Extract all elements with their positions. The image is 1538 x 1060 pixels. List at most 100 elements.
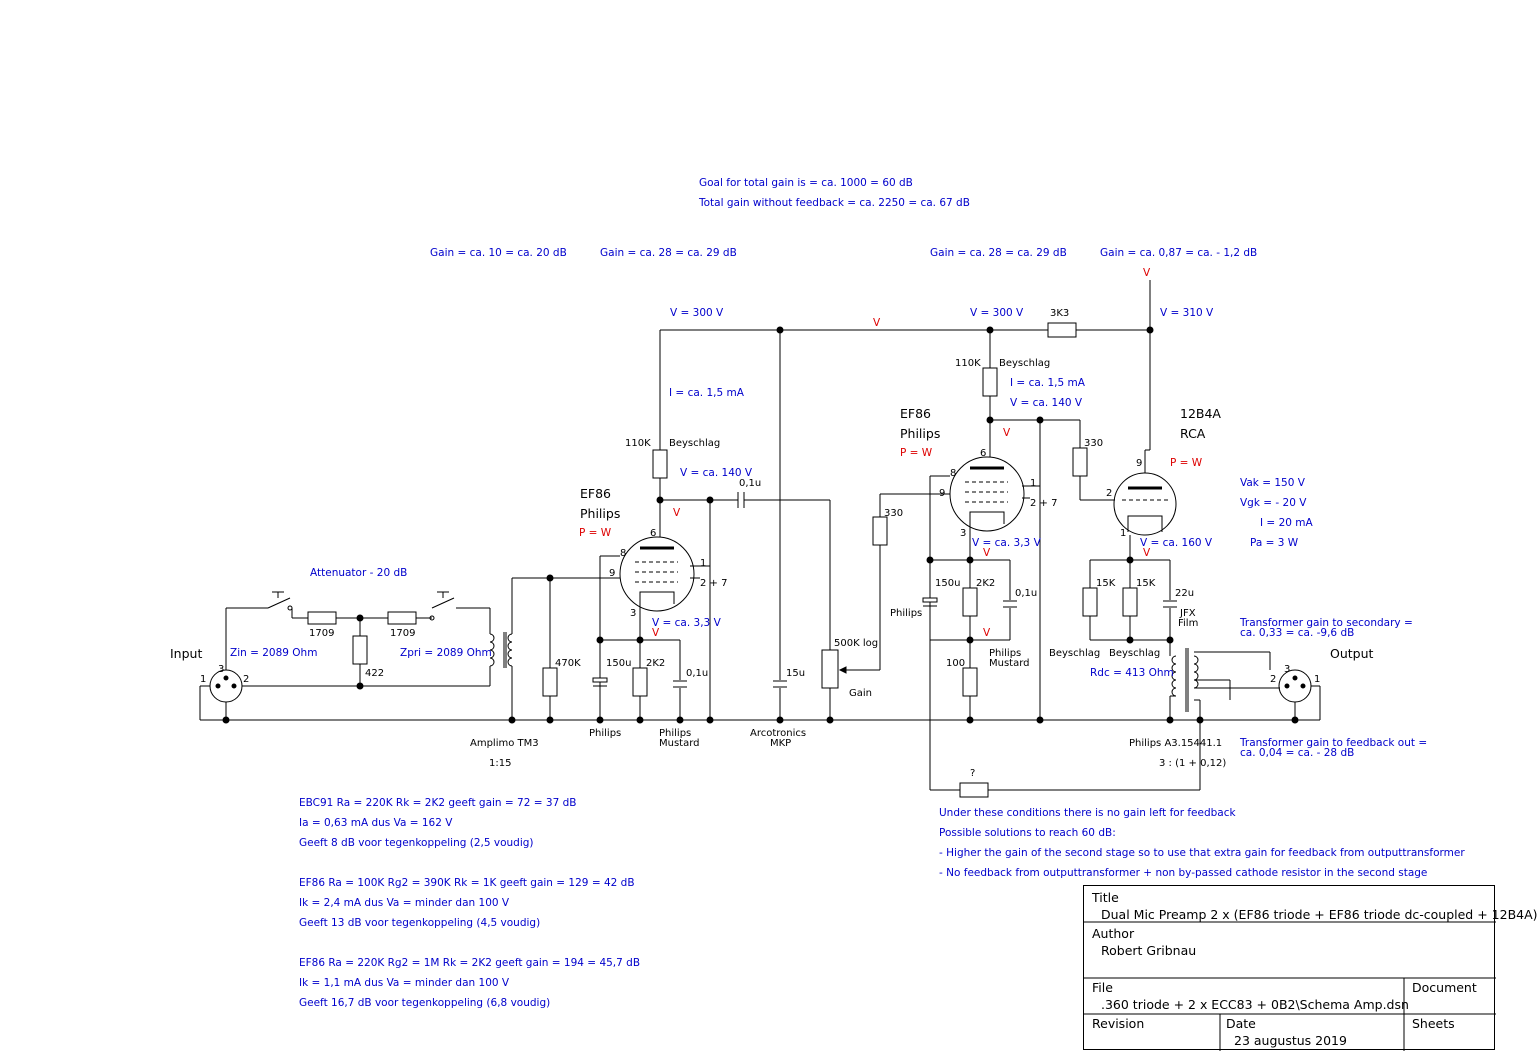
total-gain-note: Total gain without feedback = ca. 2250 =… — [699, 197, 970, 209]
component-label: 1709 — [309, 628, 335, 639]
component-label: 2K2 — [976, 578, 996, 589]
transformer-gain-note: Transformer gain to secondary = — [1240, 617, 1413, 629]
pin-label: 2 — [1270, 674, 1277, 685]
gain-stage3-note: Gain = ca. 0,87 = ca. - 1,2 dB — [1100, 247, 1258, 259]
input-label: Input — [170, 646, 203, 661]
zpri-note: Zpri = 2089 Ohm — [400, 647, 492, 659]
pin-label: 1 — [1120, 528, 1127, 539]
calc-note: Ik = 1,1 mA dus Va = minder dan 100 V — [299, 977, 510, 989]
calc-note: Geeft 13 dB voor tegenkoppeling (4,5 vou… — [299, 917, 541, 929]
voltage-note: V = ca. 3,3 V — [972, 537, 1041, 549]
component-label: 0,1u — [686, 668, 709, 679]
conclusion-note: Possible solutions to reach 60 dB: — [939, 827, 1116, 839]
component-label: 3K3 — [1050, 308, 1070, 319]
component-label: 0,1u — [1015, 588, 1038, 599]
component-label: 110K — [955, 358, 981, 369]
voltage-note: V = 300 V — [670, 307, 724, 319]
schematic-wiring — [199, 280, 1321, 798]
pin-label: 9 — [609, 568, 616, 579]
probe-marker: V — [1003, 427, 1011, 439]
component-label: 22u — [1175, 588, 1195, 599]
pin-label: 9 — [939, 488, 946, 499]
probe-marker: V — [673, 507, 681, 519]
ef86-tube-1 — [619, 536, 695, 612]
pin-label: 1 — [1314, 674, 1321, 685]
transformer-feedback-note: Transformer gain to feedback out = — [1240, 737, 1428, 749]
title-value: Dual Mic Preamp 2 x (EF86 triode + EF86 … — [1101, 907, 1538, 922]
pin-label: 3 — [1284, 664, 1291, 675]
tube-label: EF86 — [900, 406, 931, 421]
file-label: File — [1092, 980, 1113, 995]
component-label: Philips — [890, 608, 923, 619]
pin-label: 9 — [1136, 458, 1143, 469]
component-label: ? — [970, 768, 976, 779]
pin-label: 2 + 7 — [1030, 498, 1058, 509]
component-label: 330 — [884, 508, 904, 519]
component-label: MKP — [770, 738, 792, 749]
calc-note: Ik = 2,4 mA dus Va = minder dan 100 V — [299, 897, 510, 909]
component-label: 150u — [606, 658, 632, 669]
input-xlr-connector — [209, 669, 243, 703]
component-label: 0,1u — [739, 478, 762, 489]
gain-stage0-note: Gain = ca. 10 = ca. 20 dB — [430, 247, 567, 259]
voltage-note: V = ca. 3,3 V — [652, 617, 721, 629]
component-label: Philips — [659, 728, 692, 739]
voltage-note: V = ca. 160 V — [1140, 537, 1213, 549]
probe-marker: V — [1143, 267, 1151, 279]
probe-marker: V — [873, 317, 881, 329]
pin-label: 3 — [218, 664, 225, 675]
pin-label: 1 — [200, 674, 207, 685]
component-label: 1709 — [390, 628, 416, 639]
ef86-tube-2 — [949, 456, 1025, 532]
component-label: 422 — [365, 668, 385, 679]
component-label: Film — [1178, 618, 1199, 629]
probe-marker: V — [652, 627, 660, 639]
tube-label: 12B4A — [1180, 406, 1221, 421]
gain-stage1-note: Gain = ca. 28 = ca. 29 dB — [600, 247, 737, 259]
current-note: I = ca. 1,5 mA — [669, 387, 744, 399]
calc-note: EF86 Ra = 100K Rg2 = 390K Rk = 1K geeft … — [299, 877, 635, 889]
calc-note: EF86 Ra = 220K Rg2 = 1M Rk = 2K2 geeft g… — [299, 957, 641, 969]
component-label: 500K log — [834, 638, 879, 649]
pin-label: 2 — [243, 674, 250, 685]
pa-note: Pa = 3 W — [1250, 537, 1299, 549]
component-label: 330 — [1084, 438, 1104, 449]
rdc-note: Rdc = 413 Ohm — [1090, 667, 1174, 679]
voltage-note: V = 310 V — [1160, 307, 1214, 319]
pin-label: 6 — [980, 448, 987, 459]
component-label: Gain — [849, 688, 872, 699]
component-label: 110K — [625, 438, 651, 449]
date-value: 23 augustus 2019 — [1234, 1033, 1347, 1048]
component-label: 2K2 — [646, 658, 666, 669]
pin-label: 3 — [960, 528, 967, 539]
author-label: Author — [1092, 926, 1135, 941]
calc-note: EBC91 Ra = 220K Rk = 2K2 geeft gain = 72… — [299, 797, 577, 809]
solution-note: - Higher the gain of the second stage so… — [939, 847, 1465, 859]
pin-label: 1 — [700, 558, 707, 569]
component-label: Mustard — [989, 658, 1030, 669]
component-label: Philips — [589, 728, 622, 739]
conclusion-note: Under these conditions there is no gain … — [939, 807, 1236, 819]
current-note: I = 20 mA — [1260, 517, 1313, 529]
power-marker: P = W — [900, 447, 933, 459]
component-label: Amplimo TM3 — [470, 738, 539, 749]
date-label: Date — [1226, 1016, 1256, 1031]
calc-note: Geeft 16,7 dB voor tegenkoppeling (6,8 v… — [299, 997, 551, 1009]
pin-label: 3 — [630, 608, 637, 619]
revision-label: Revision — [1092, 1016, 1145, 1031]
calc-note: Ia = 0,63 mA dus Va = 162 V — [299, 817, 453, 829]
component-label: 150u — [935, 578, 961, 589]
component-label: 1:15 — [489, 758, 512, 769]
vak-note: Vak = 150 V — [1240, 477, 1305, 489]
pin-label: 2 — [1106, 488, 1113, 499]
component-label: Arcotronics — [750, 728, 807, 739]
pin-label: 2 + 7 — [700, 578, 728, 589]
component-label: Beyschlag — [999, 358, 1051, 369]
voltage-note: V = ca. 140 V — [1010, 397, 1083, 409]
sheets-label: Sheets — [1412, 1016, 1455, 1031]
transformer-gain-note: ca. 0,33 = ca. -9,6 dB — [1240, 627, 1355, 639]
goal-note: Goal for total gain is = ca. 1000 = 60 d… — [699, 177, 913, 189]
author-value: Robert Gribnau — [1101, 943, 1197, 958]
component-label: Mustard — [659, 738, 700, 749]
component-label: JFX — [1180, 608, 1196, 619]
